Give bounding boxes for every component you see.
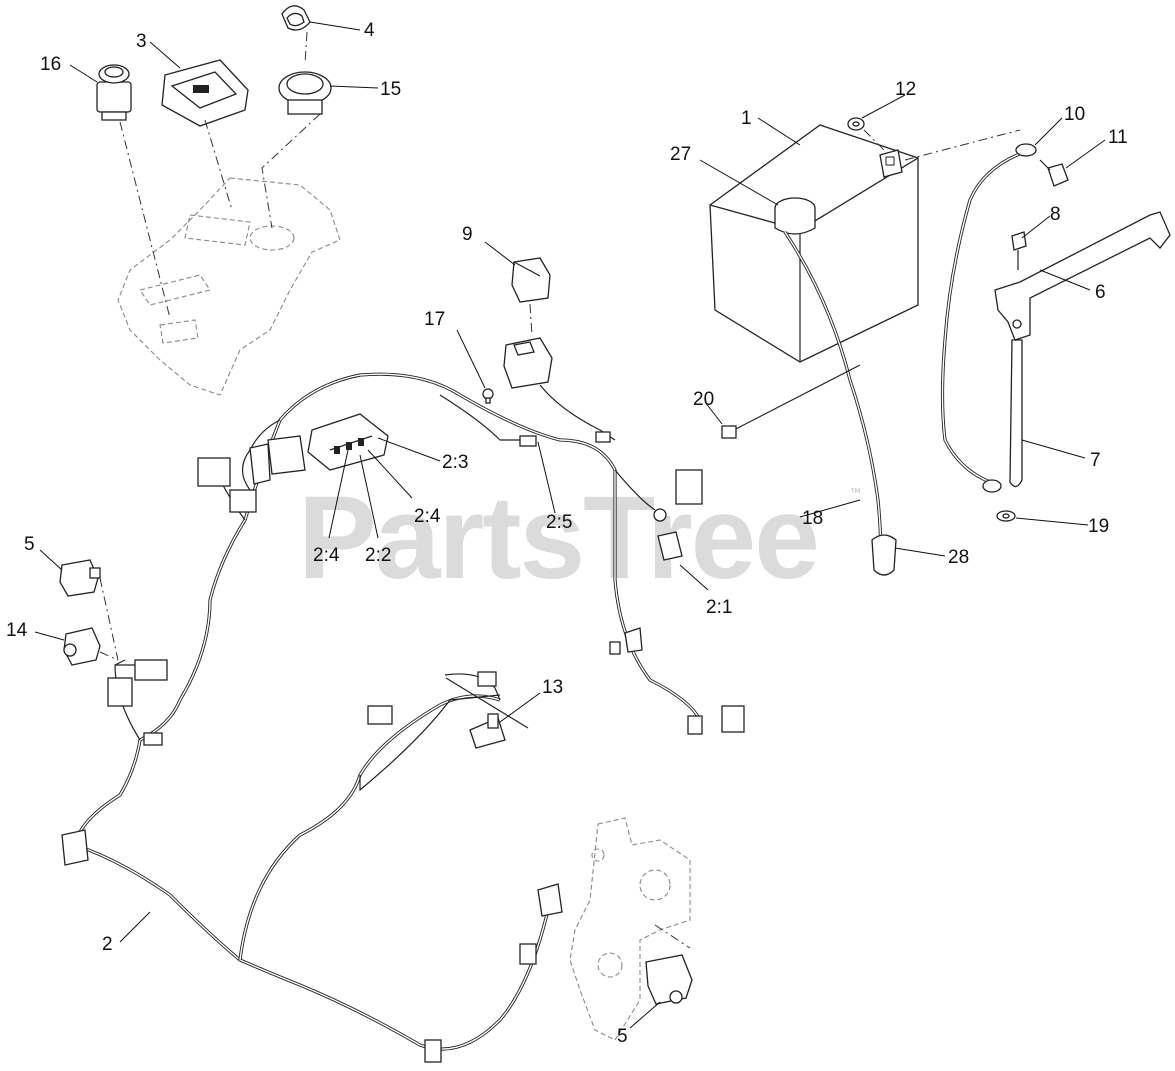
watermark-text: PartsTree [298,472,818,604]
callout-2-1: 2:1 [706,597,732,618]
cable-tie-part-20 [721,364,861,439]
relay-part-9 [511,257,551,303]
switch-part-5-left [59,559,101,597]
callout-5-left: 5 [24,534,35,555]
callout-2-4-left: 2:4 [313,545,340,566]
callout-14: 14 [6,620,28,641]
callout-19: 19 [1088,516,1109,537]
callout-3: 3 [136,31,147,52]
callout-20: 20 [693,389,714,410]
callout-labels: 1 2 2:1 2:2 2:3 2:4 2:4 2:5 3 4 5 5 6 7 … [6,20,1128,1047]
callout-10: 10 [1064,104,1085,125]
battery-part-1 [709,124,919,363]
callout-7: 7 [1090,450,1101,471]
screw-part-17 [482,388,494,404]
control-panel-outline [117,177,341,396]
callout-28: 28 [948,547,969,568]
callout-2-2: 2:2 [365,545,391,566]
callout-18: 18 [802,508,823,529]
hour-meter-part-3 [161,59,249,127]
cable-part-18 [783,231,897,576]
key-switch-part-16 [96,64,132,121]
rod-part-7 [1009,339,1023,488]
callout-4: 4 [364,20,375,41]
screw-part-8 [1011,231,1027,270]
callout-27: 27 [670,144,691,165]
cap-part-4 [281,5,311,31]
callout-6: 6 [1095,282,1106,303]
harness-connectors [61,257,745,1063]
washer-part-19 [996,510,1016,522]
switch-part-14 [63,627,101,666]
callout-8: 8 [1050,204,1061,225]
callout-2-4-right: 2:4 [414,506,441,527]
ignition-switch-part-15 [278,71,332,115]
switch-part-5-bottom [645,954,693,1005]
callout-17: 17 [424,309,445,330]
callout-12: 12 [895,79,916,100]
callout-5-bottom: 5 [617,1026,628,1047]
wire-harness-part-2 [73,372,702,1051]
callout-2-5: 2:5 [546,512,572,533]
bracket-part-6 [994,211,1171,341]
cable-part-10 [940,143,1037,493]
callout-2: 2 [102,934,113,955]
leader-lines [34,21,1106,1029]
callout-2-3: 2:3 [442,452,468,473]
callout-11: 11 [1108,127,1128,148]
callout-9: 9 [462,224,473,245]
callout-1: 1 [741,108,752,129]
watermark-trademark: ™ [850,487,861,499]
nut-part-12 [847,117,865,131]
callout-16: 16 [40,54,61,75]
bolt-part-11 [1039,159,1069,187]
seat-bracket [569,817,691,1041]
callout-15: 15 [380,79,401,100]
callout-13: 13 [542,677,563,698]
